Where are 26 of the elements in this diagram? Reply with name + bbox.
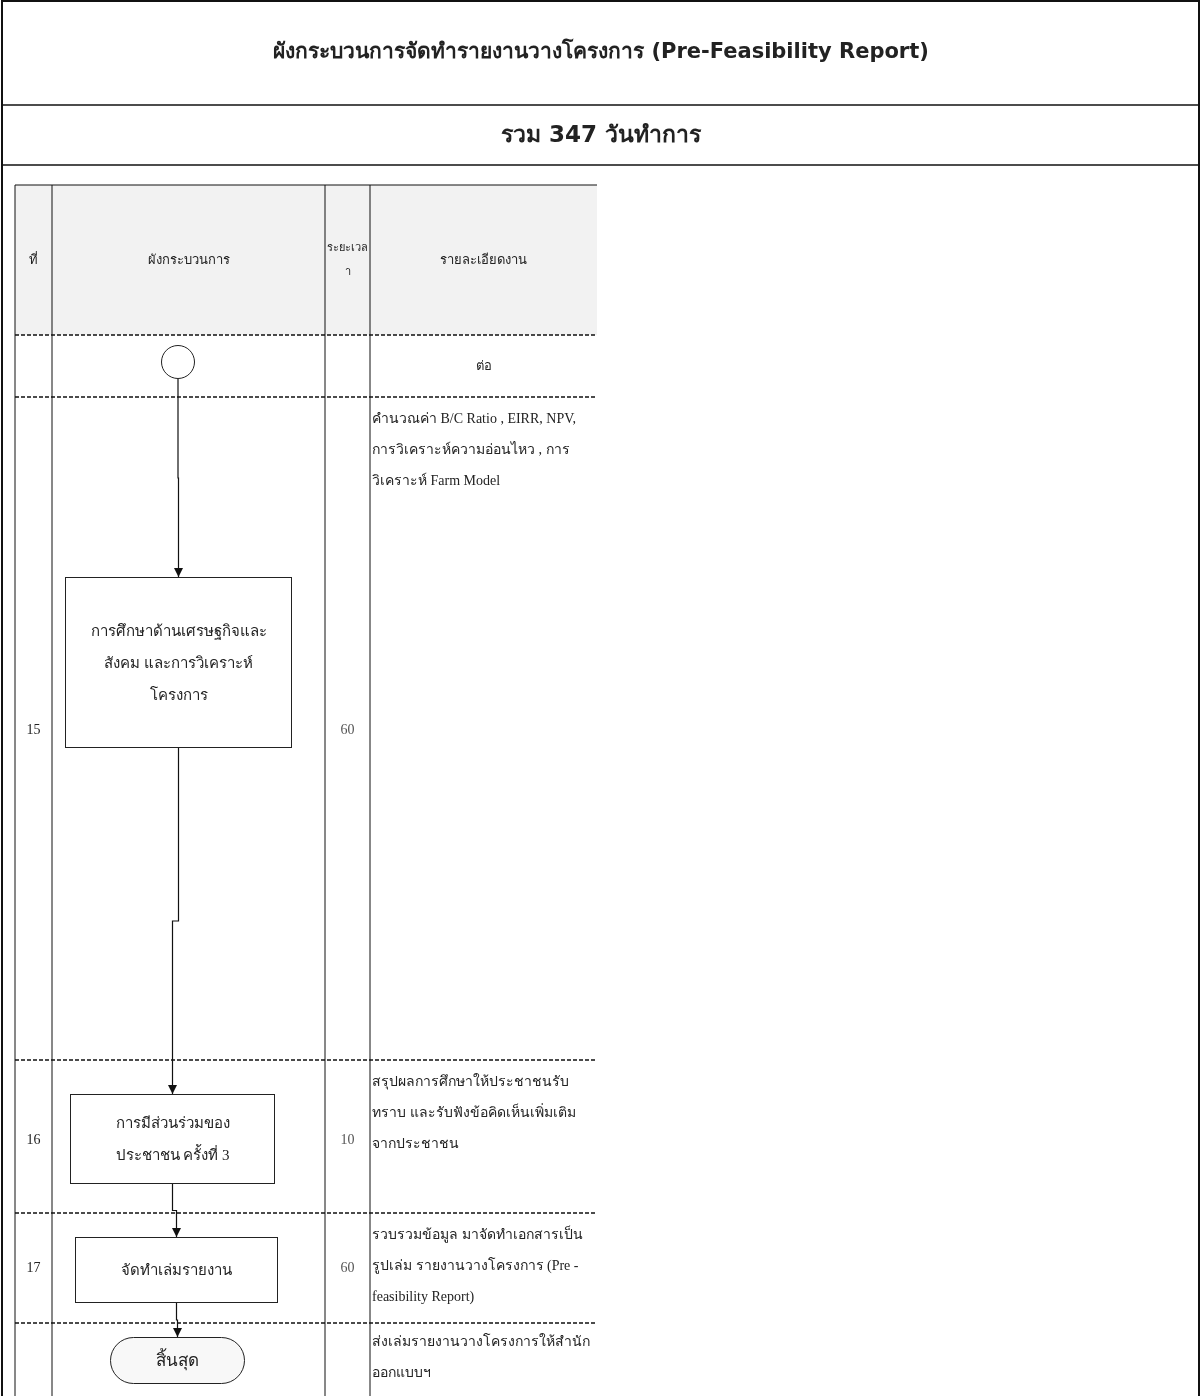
arrow — [168, 747, 180, 1095]
task-description: สรุปผลการศึกษาให้ประชาชนรับทราบ และรับฟังข้อคิดเห็นเพิ่มเติมจากประชาชน — [372, 1072, 577, 1153]
column-header: รายละเอียดงาน — [439, 251, 528, 269]
table-cell-text: 17 — [25, 1259, 42, 1277]
column-header: ที่ — [28, 250, 39, 269]
task-description: ส่งเล่มรายงานวางโครงการให้สำนักออกแบบฯ — [372, 1332, 591, 1382]
task-description: ต่อ — [474, 357, 493, 375]
task-description: คำนวณค่า B/C Ratio , EIRR, NPV, การวิเคราะห์ความอ่อนไหว , การวิเคราะห์ Farm Model — [372, 410, 577, 490]
process-box: การศึกษาด้านเศรษฐกิจและสังคม และการวิเคราะห์โครงการ — [65, 577, 292, 748]
task-description: รวบรวมข้อมูล มาจัดทำเอกสารเป็นรูปเล่ม รายงานวางโครงการ (Pre - feasibility Report) — [372, 1224, 584, 1306]
table-cell-text: 15 — [25, 721, 42, 739]
arrow — [173, 1302, 182, 1338]
arrow — [174, 378, 183, 578]
table-cell-text: 16 — [25, 1131, 42, 1149]
table-cell-text: 60 — [339, 721, 356, 739]
process-box: การมีส่วนร่วมของประชาชน ครั้งที่ 3 — [70, 1094, 275, 1184]
arrow — [171, 1183, 181, 1238]
table-cell-text: 10 — [339, 1131, 356, 1149]
title: ผังกระบวนการจัดทำรายงานวางโครงการ (Pre-Feasibility Report) — [272, 37, 930, 65]
connector-circle — [161, 345, 195, 379]
column-header: ผังกระบวนการ — [146, 251, 231, 269]
table-cell-text: 60 — [339, 1259, 356, 1277]
process-box: จัดทำเล่มรายงาน — [75, 1237, 278, 1303]
column-header: ระยะเวลา — [326, 240, 369, 280]
terminator: สิ้นสุด — [110, 1337, 245, 1384]
total-days-heading: รวม 347 วันทำการ — [500, 120, 702, 149]
